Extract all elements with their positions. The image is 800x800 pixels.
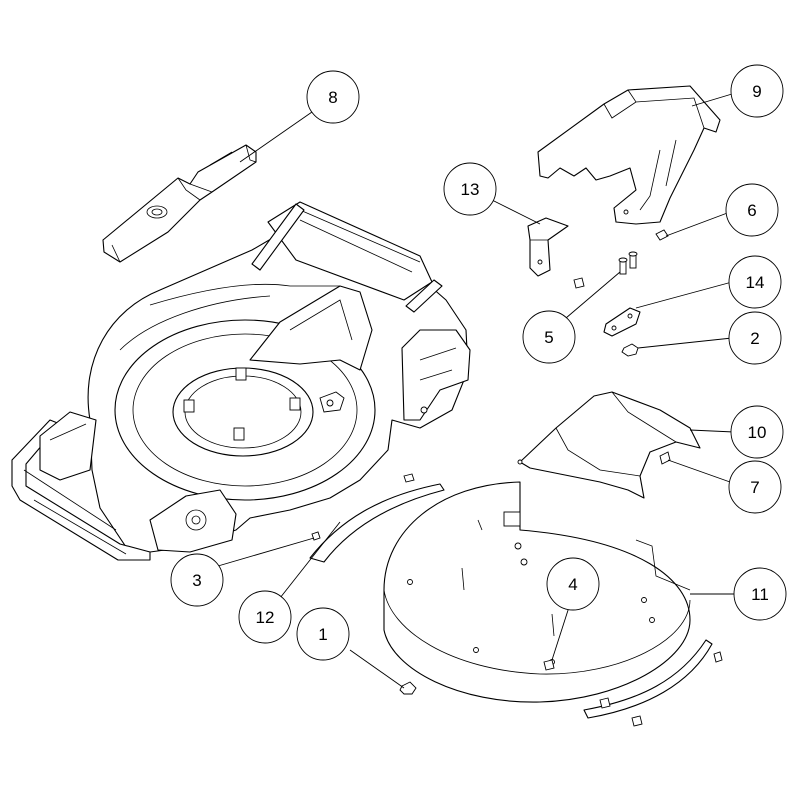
- callout-11-label: 11: [751, 585, 769, 604]
- callout-8: 8: [306, 70, 360, 124]
- callout-13: 13: [443, 162, 497, 216]
- callout-12-label: 12: [256, 608, 275, 627]
- part-screw-4: [543, 659, 555, 671]
- callout-13-label: 13: [461, 180, 480, 199]
- part-screw-6: [655, 229, 669, 241]
- part-curved-rail: [309, 473, 445, 563]
- callout-6-label: 6: [747, 201, 756, 220]
- callout-7-label: 7: [750, 478, 759, 497]
- callout-9: 9: [730, 64, 784, 118]
- callout-3: 3: [170, 553, 224, 607]
- part-screw-7: [659, 451, 671, 465]
- callout-10-label: 10: [748, 423, 767, 442]
- callout-7: 7: [728, 460, 782, 514]
- callout-5: 5: [522, 310, 576, 364]
- part-bracket: [527, 217, 569, 277]
- part-bolts-5: [573, 251, 638, 289]
- callout-12: 12: [238, 590, 292, 644]
- callout-2: 2: [728, 311, 782, 365]
- callout-14: 14: [728, 255, 782, 309]
- callout-1-label: 1: [318, 625, 327, 644]
- part-nut-2: [621, 343, 639, 357]
- callout-1: 1: [296, 607, 350, 661]
- part-mower-deck: [11, 201, 471, 561]
- callout-8-label: 8: [328, 88, 337, 107]
- callout-2-label: 2: [750, 329, 759, 348]
- callout-14-label: 14: [746, 273, 765, 292]
- part-lower-rail: [583, 639, 723, 727]
- part-small-bracket: [603, 307, 641, 337]
- part-nut-1: [399, 681, 417, 695]
- callout-3-label: 3: [192, 571, 201, 590]
- leader-lines: [217, 93, 735, 689]
- callout-10: 10: [730, 405, 784, 459]
- callout-6: 6: [725, 183, 779, 237]
- callout-4: 4: [546, 557, 600, 611]
- callout-9-label: 9: [752, 82, 761, 101]
- part-screw-3: [311, 531, 321, 541]
- callout-11: 11: [733, 567, 787, 621]
- part-skirt: [383, 481, 691, 703]
- part-deflector: [517, 391, 701, 499]
- part-handle-grip: [102, 144, 257, 263]
- part-rear-cover: [537, 85, 721, 225]
- callout-4-label: 4: [568, 575, 577, 594]
- callout-5-label: 5: [544, 328, 553, 347]
